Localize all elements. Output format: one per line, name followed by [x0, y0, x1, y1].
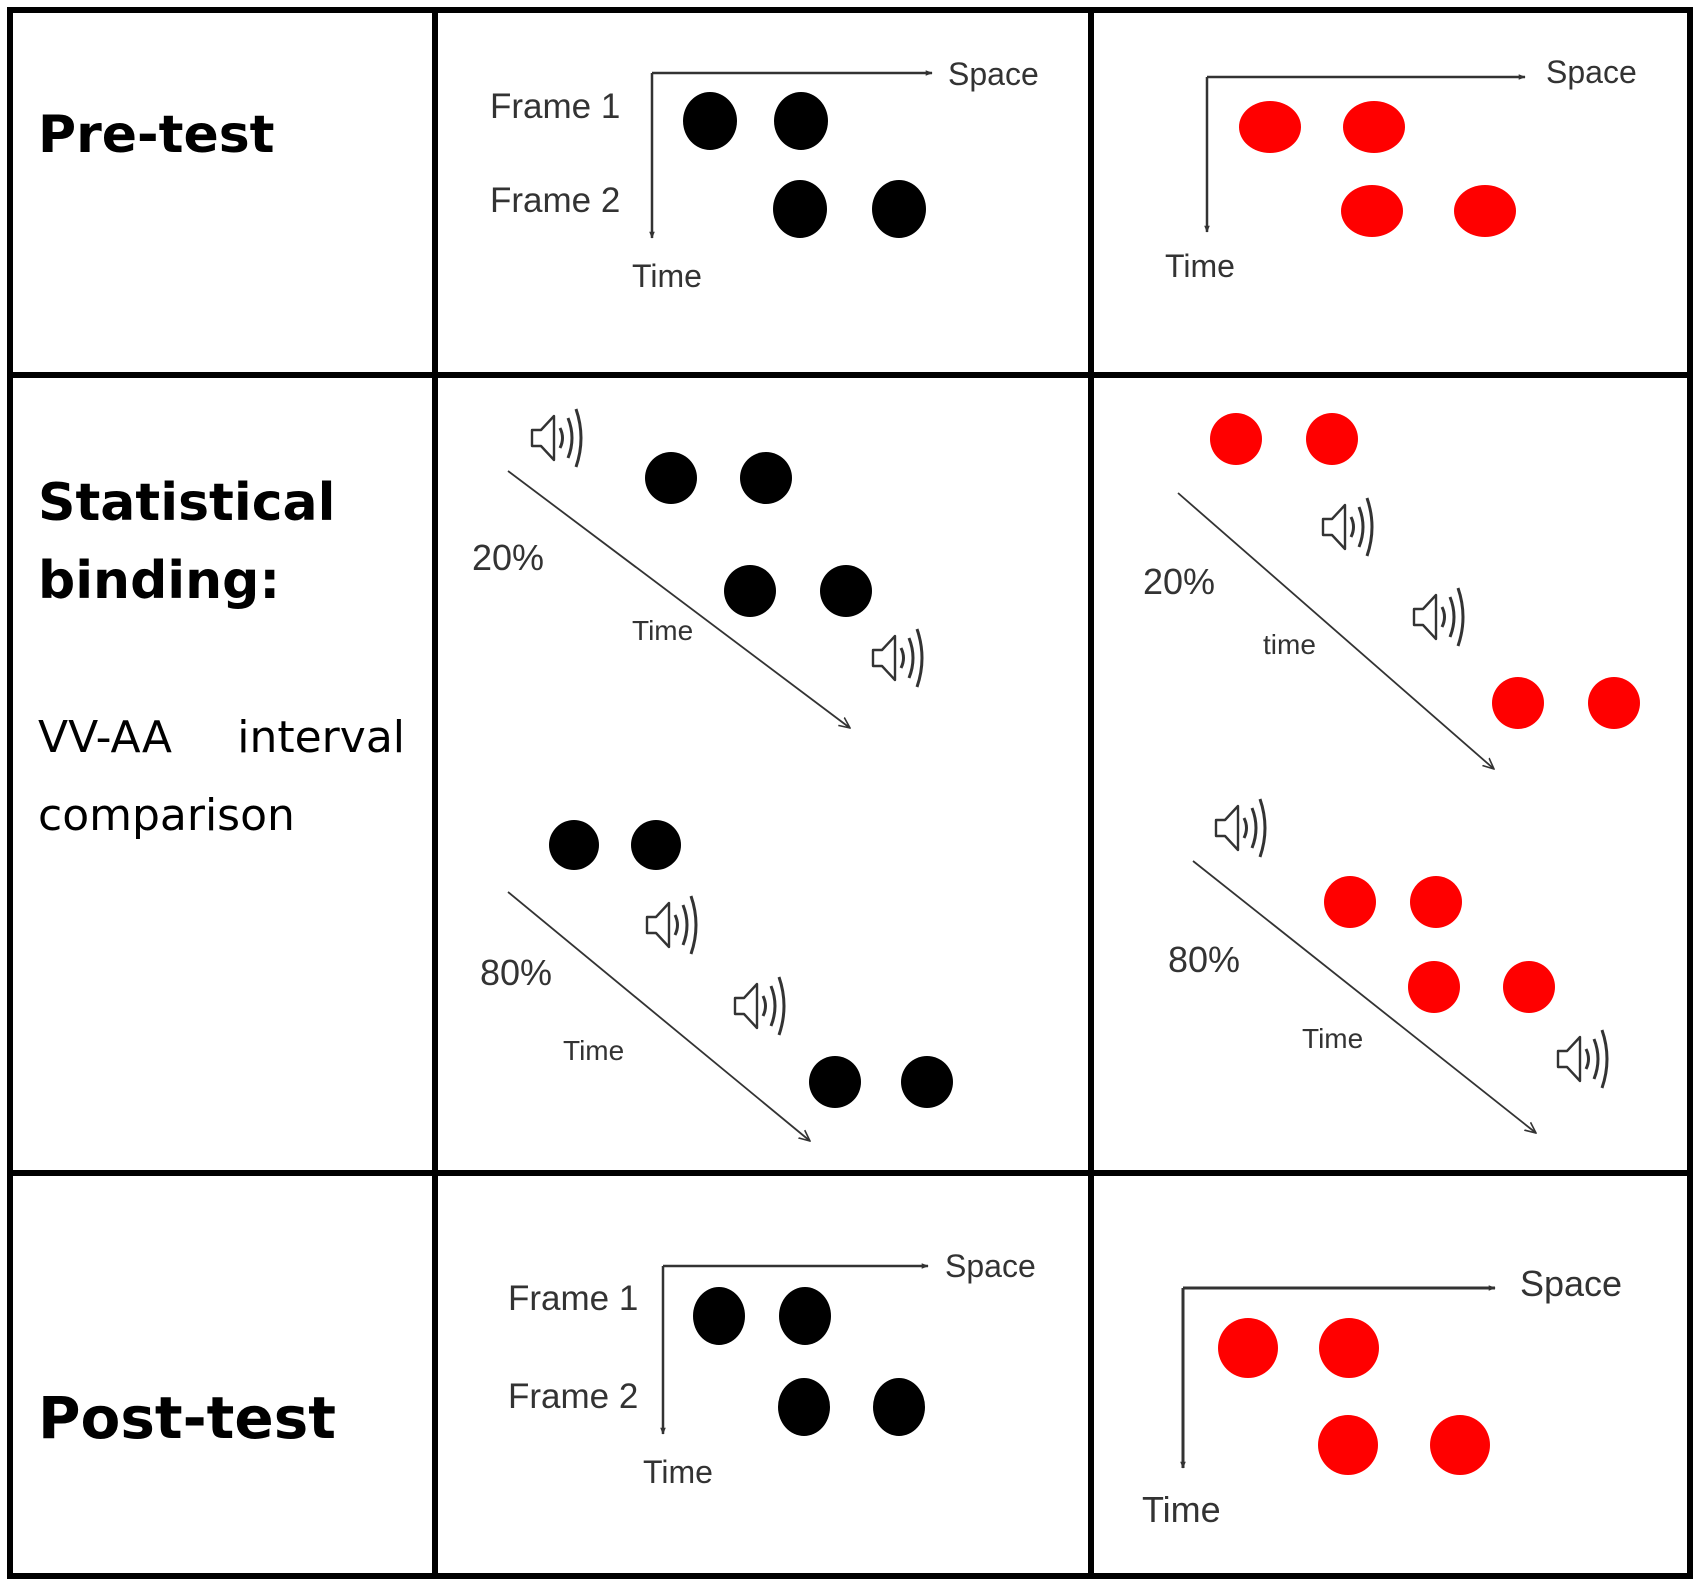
binding-title-line1: Statistical: [38, 473, 335, 533]
dot: [873, 1378, 925, 1436]
dot: [1218, 1318, 1278, 1378]
dot: [1430, 1415, 1490, 1475]
frame-2-label: Frame 2: [508, 1377, 638, 1416]
time-label: Time: [632, 615, 693, 646]
pre-test-red-panel: Space Time: [1165, 54, 1637, 284]
dot: [1503, 961, 1555, 1013]
frame-2-label: Frame 2: [490, 181, 620, 220]
dot: [1408, 961, 1460, 1013]
time-arrow: [507, 891, 810, 1141]
percent-80-label: 80%: [1168, 939, 1240, 980]
time-label: Time: [1142, 1489, 1221, 1530]
time-label: Time: [1302, 1023, 1363, 1054]
space-label: Space: [1546, 54, 1637, 90]
time-label: Time: [632, 258, 702, 294]
speaker-icon: [645, 894, 698, 956]
dot: [773, 180, 827, 238]
dot: [1318, 1415, 1378, 1475]
dot: [740, 452, 792, 504]
dot: [1410, 876, 1462, 928]
time-arrow: [507, 470, 850, 728]
dot: [820, 565, 872, 617]
time-label: Time: [563, 1035, 624, 1066]
binding-black-panel: 20% Time 80% Time: [472, 407, 953, 1141]
binding-red-panel: 20% time 80% Time: [1143, 413, 1640, 1133]
binding-note-word2: interval: [237, 712, 405, 763]
dot: [631, 820, 681, 870]
percent-20-label: 20%: [472, 537, 544, 578]
dot: [1324, 876, 1376, 928]
dot: [1454, 185, 1516, 237]
dot: [1239, 101, 1301, 153]
space-label: Space: [945, 1248, 1036, 1284]
percent-20-label: 20%: [1143, 561, 1215, 602]
dot: [779, 1287, 831, 1345]
binding-note-word1: VV-AA: [38, 712, 172, 763]
speaker-icon: [1321, 496, 1374, 558]
dot: [774, 92, 828, 150]
dot: [683, 92, 737, 150]
table-border: [7, 7, 1693, 1579]
frame-1-label: Frame 1: [508, 1279, 638, 1318]
time-arrow: [1177, 492, 1494, 769]
speaker-icon: [530, 407, 583, 469]
time-label: Time: [643, 1454, 713, 1490]
dot: [778, 1378, 830, 1436]
space-label: Space: [1520, 1263, 1622, 1304]
pre-test-title: Pre-test: [38, 105, 275, 165]
dot: [1343, 101, 1405, 153]
time-arrow: [1192, 860, 1536, 1133]
dot: [1588, 677, 1640, 729]
dot: [1306, 413, 1358, 465]
dot: [1341, 185, 1403, 237]
speaker-icon: [1556, 1028, 1609, 1090]
table-grid: [7, 7, 1693, 1579]
dot: [549, 820, 599, 870]
post-test-black-panel: Frame 1 Frame 2 Space Time: [508, 1248, 1036, 1490]
pre-test-black-panel: Frame 1 Frame 2 Space Time: [490, 56, 1039, 294]
dot: [872, 180, 926, 238]
dot: [693, 1287, 745, 1345]
post-test-title: Post-test: [38, 1384, 336, 1452]
speaker-icon: [871, 627, 924, 689]
speaker-icon: [1412, 586, 1465, 648]
percent-80-label: 80%: [480, 952, 552, 993]
space-label: Space: [948, 56, 1039, 92]
speaker-icon: [1214, 797, 1267, 859]
frame-1-label: Frame 1: [490, 87, 620, 126]
dot: [724, 565, 776, 617]
post-test-red-panel: Space Time: [1142, 1263, 1622, 1530]
time-lowercase-label: time: [1263, 629, 1316, 660]
binding-note-line2: comparison: [38, 790, 295, 841]
dot: [1319, 1318, 1379, 1378]
time-label: Time: [1165, 248, 1235, 284]
dot: [1492, 677, 1544, 729]
dot: [1210, 413, 1262, 465]
dot: [901, 1056, 953, 1108]
binding-title-line2: binding:: [38, 551, 280, 611]
speaker-icon: [733, 975, 786, 1037]
dot: [645, 452, 697, 504]
dot: [809, 1056, 861, 1108]
